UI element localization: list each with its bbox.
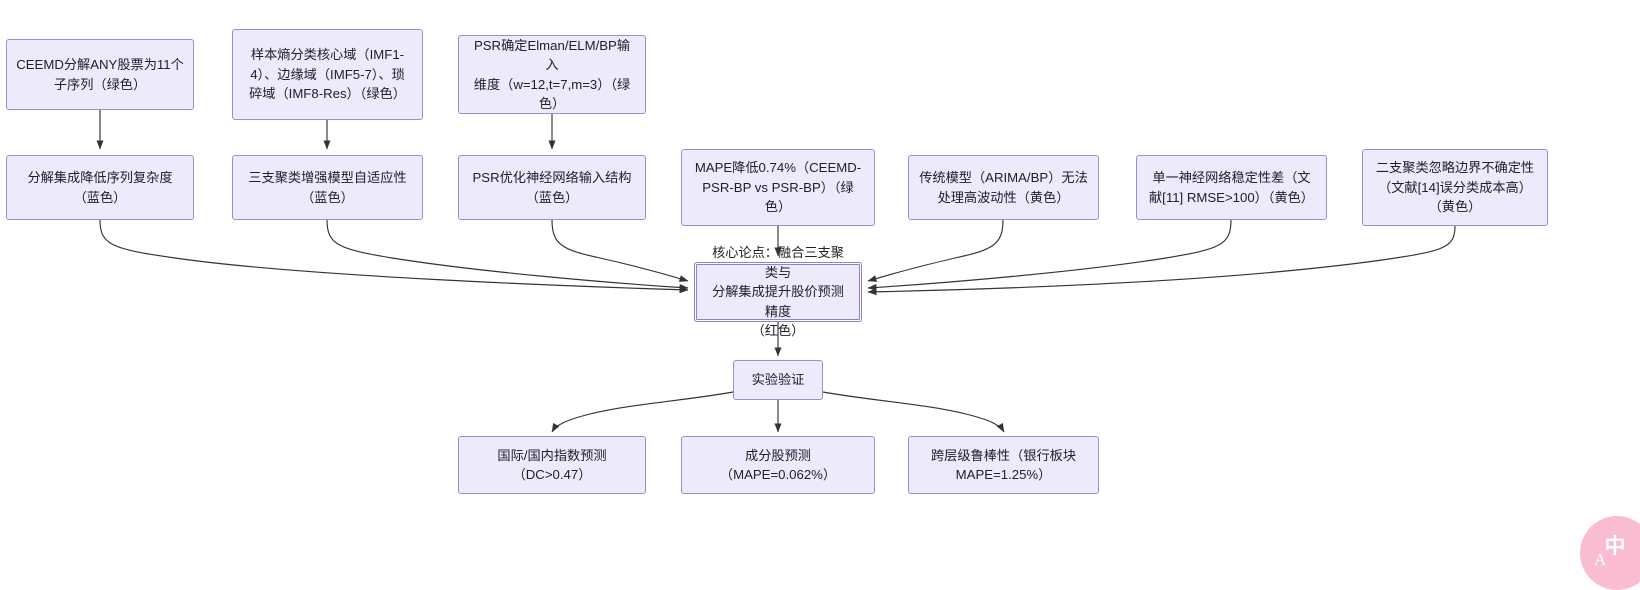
edge-n10-to-n11 <box>867 225 1456 296</box>
flow-node-n14[interactable]: 成分股预测 （MAPE=0.062%） <box>681 436 875 494</box>
flow-node-label: 单一神经网络稳定性差（文 献[11] RMSE>100）（黄色） <box>1148 170 1314 205</box>
flow-node-label: 核心论点：融合三支聚类与 分解集成提升股价预测精度 （红色） <box>712 245 844 339</box>
flow-node-label: PSR确定Elman/ELM/BP输入 维度（w=12,t=7,m=3）（绿 色… <box>473 37 631 112</box>
flow-node-n15[interactable]: 跨层级鲁棒性（银行板块 MAPE=1.25%） <box>908 436 1099 494</box>
flow-node-label: CEEMD分解ANY股票为11个 子序列（绿色） <box>16 57 184 92</box>
watermark-badge: 中 A <box>1580 516 1640 590</box>
edge-n9-to-n11 <box>867 219 1232 291</box>
flow-node-n9[interactable]: 单一神经网络稳定性差（文 献[11] RMSE>100）（黄色） <box>1136 155 1327 220</box>
flow-node-label: 样本熵分类核心域（IMF1- 4）、边缘域（IMF5-7）、琐 碎域（IMF8-… <box>249 47 406 102</box>
flow-node-label: 国际/国内指数预测 （DC>0.47） <box>497 447 607 483</box>
flow-node-label: 实验验证 <box>751 372 805 388</box>
edge-n4-to-n11 <box>99 219 689 294</box>
flow-node-n8[interactable]: 传统模型（ARIMA/BP）无法 处理高波动性（黄色） <box>908 155 1099 220</box>
flow-node-label: MAPE降低0.74%（CEEMD- PSR-BP vs PSR-BP）（绿 色… <box>694 160 862 215</box>
edge-n8-to-n11 <box>867 219 1004 282</box>
flow-node-n2[interactable]: 样本熵分类核心域（IMF1- 4）、边缘域（IMF5-7）、琐 碎域（IMF8-… <box>232 29 423 120</box>
watermark-text: 中 <box>1604 535 1626 558</box>
flow-node-n1[interactable]: CEEMD分解ANY股票为11个 子序列（绿色） <box>6 39 194 110</box>
flow-node-n4[interactable]: 分解集成降低序列复杂度 （蓝色） <box>6 155 194 220</box>
watermark-subtext: A <box>1594 550 1607 569</box>
edge-n12-to-n13 <box>551 391 734 433</box>
flow-node-n10[interactable]: 二支聚类忽略边界不确定性 （文献[14]误分类成本高） （黄色） <box>1362 149 1548 226</box>
flow-node-n11[interactable]: 核心论点：融合三支聚类与 分解集成提升股价预测精度 （红色） <box>694 245 862 338</box>
flow-node-n12[interactable]: 实验验证 <box>733 360 823 400</box>
flow-node-label: 二支聚类忽略边界不确定性 （文献[14]误分类成本高） （黄色） <box>1375 160 1535 215</box>
flow-node-n7[interactable]: MAPE降低0.74%（CEEMD- PSR-BP vs PSR-BP）（绿 色… <box>681 149 875 226</box>
flow-node-label: 三支聚类增强模型自适应性 （蓝色） <box>248 170 407 205</box>
flow-node-n13[interactable]: 国际/国内指数预测 （DC>0.47） <box>458 436 646 494</box>
flow-node-label: 传统模型（ARIMA/BP）无法 处理高波动性（黄色） <box>919 170 1088 205</box>
flow-node-n5[interactable]: 三支聚类增强模型自适应性 （蓝色） <box>232 155 423 220</box>
flow-node-label: 分解集成降低序列复杂度 （蓝色） <box>27 170 173 205</box>
flow-node-label: 成分股预测 （MAPE=0.062%） <box>719 447 837 483</box>
flowchart-canvas: CEEMD分解ANY股票为11个 子序列（绿色） 样本熵分类核心域（IMF1- 4… <box>6 29 1640 590</box>
edge-n5-to-n11 <box>326 219 689 291</box>
flow-node-n3[interactable]: PSR确定Elman/ELM/BP输入 维度（w=12,t=7,m=3）（绿 色… <box>458 35 646 114</box>
flow-node-label: 跨层级鲁棒性（银行板块 MAPE=1.25%） <box>930 447 1077 483</box>
edge-n12-to-n15 <box>822 391 1005 433</box>
flow-node-n6[interactable]: PSR优化神经网络输入结构 （蓝色） <box>458 155 646 220</box>
edge-n6-to-n11 <box>551 219 689 282</box>
flow-node-label: PSR优化神经网络输入结构 （蓝色） <box>472 170 632 205</box>
